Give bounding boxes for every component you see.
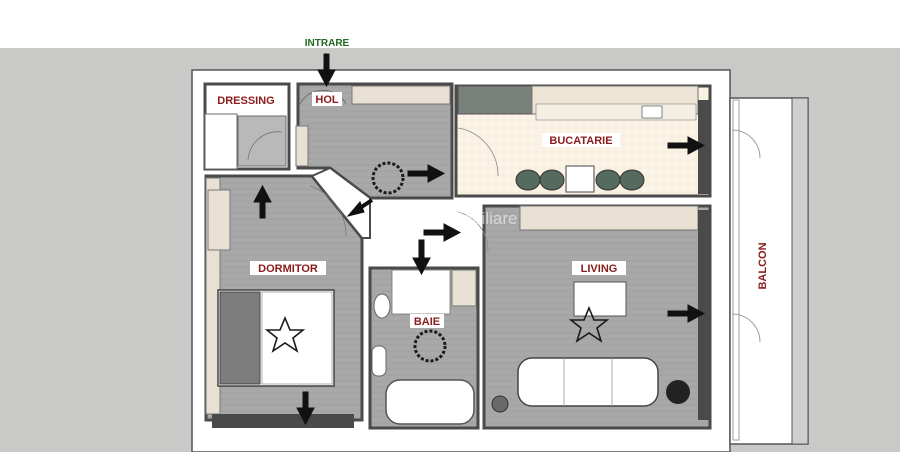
dressing-shelf: [204, 113, 238, 170]
room-labels: DRESSING HOL BUCATARIE DORMITOR LIVING B…: [212, 38, 769, 328]
bathtub: [385, 379, 475, 425]
dining-chair: [595, 169, 621, 191]
dining-chair: [619, 169, 645, 191]
room-label-bucatarie: BUCATARIE: [549, 135, 612, 147]
flow-arrows: [253, 53, 706, 426]
balcony-window-swing: [731, 129, 761, 159]
bathroom-cabinet: [451, 269, 477, 307]
arrow-to-dressing: [253, 184, 272, 219]
floor-lamp: [491, 395, 509, 413]
hol-cabinet: [351, 85, 451, 105]
bedroom-radiator: [212, 414, 354, 428]
hol-entry-door: [299, 89, 347, 105]
room-label-dormitor: DORMITOR: [258, 263, 318, 275]
plant: [666, 380, 690, 404]
room-label-baie: BAIE: [414, 316, 440, 328]
wreath-decoration: [371, 161, 447, 363]
balcony-wall: [791, 97, 809, 445]
kitchen-counter-dark: [457, 85, 533, 115]
coffee-table: [573, 281, 627, 317]
balcony-parapet: [732, 99, 740, 441]
room-label-balcon: BALCON: [757, 242, 769, 289]
room-label-hol: HOL: [315, 94, 339, 106]
dressing-door-swing: [247, 131, 283, 161]
hol-coat-rack: [295, 125, 309, 167]
arrow-to-living-window: [667, 304, 706, 323]
sofa: [517, 357, 659, 407]
bedroom-door-swing: [309, 185, 347, 237]
living-tv-unit: [519, 205, 699, 231]
kitchen-sink: [641, 105, 663, 119]
bedroom-desk: [207, 189, 231, 251]
arrow-to-bathroom: [412, 239, 431, 276]
living-door-swing: [457, 211, 489, 253]
bathroom-door-zone: [391, 269, 451, 315]
arrow-to-living: [423, 223, 462, 242]
toilet: [371, 345, 387, 377]
dining-chair: [539, 169, 565, 191]
star-decoration: [264, 305, 610, 353]
dining-table: [565, 165, 595, 193]
kitchen-door-swing: [457, 127, 499, 177]
room-label-dressing: DRESSING: [217, 95, 274, 107]
kitchen-worktop: [535, 103, 697, 121]
arrow-to-bedroom: [346, 198, 374, 217]
balcony-window-swing: [731, 313, 761, 343]
entrance-arrow: [317, 53, 336, 88]
watermark: Creative Mobiliare: [381, 209, 518, 228]
entrance-label: INTRARE: [305, 38, 350, 49]
bed-blanket: [261, 291, 333, 385]
dining-chair: [515, 169, 541, 191]
living-side-unit: [698, 210, 710, 420]
hall-diagonal-wall: [310, 166, 371, 239]
arrow-to-kitchen-window: [667, 136, 706, 155]
kitchen-side-unit: [698, 100, 710, 194]
arrow-to-kitchen: [407, 164, 446, 183]
bathroom-sink: [373, 293, 391, 319]
dressing-floor: [237, 115, 287, 167]
room-label-living: LIVING: [581, 263, 618, 275]
arrow-bedroom-window: [296, 391, 315, 426]
bed-pillows: [219, 291, 261, 385]
